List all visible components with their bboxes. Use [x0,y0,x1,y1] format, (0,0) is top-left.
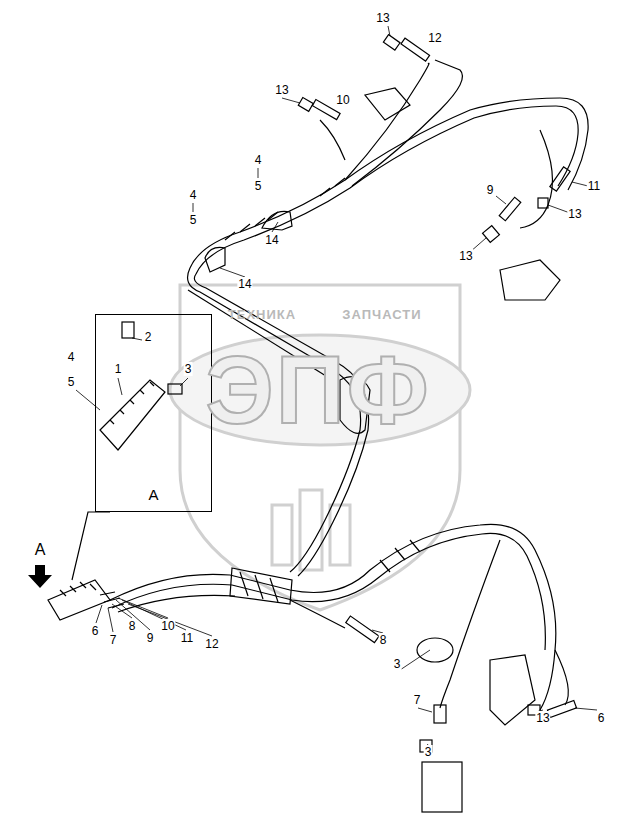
callout-number: 5 [254,179,263,193]
callout-number: 10 [160,619,175,633]
watermark-text: ТЕХНИКА [227,307,297,322]
view-letter: A [96,486,211,503]
callout-number: 3 [424,745,433,759]
callout-number: 13 [535,711,550,725]
callout-number: 6 [91,624,100,638]
callout-number: 6 [597,711,606,725]
callout-number: 12 [427,31,442,45]
callout-number: 9 [486,183,495,197]
callout-number: 3 [184,362,193,376]
callout-number: 1 [114,362,123,376]
callout-number: 2 [144,330,153,344]
callout-number: 5 [189,213,198,227]
callout-number: 13 [375,11,390,25]
detail-view-frame: A [95,314,212,512]
callout-number: 14 [237,277,252,291]
callout-number: 9 [146,631,155,645]
callout-number: 7 [109,633,118,647]
callout-number: 10 [335,93,350,107]
callout-number: 3 [393,657,402,671]
callout-number: 11 [587,179,601,193]
callout-number: 14 [264,233,279,247]
callout-number: 8 [128,619,137,633]
callout-number: 11 [180,631,194,645]
leader-lines [76,26,597,748]
callout-number: 8 [379,633,388,647]
callout-number: 7 [413,693,422,707]
watermark-text: ЗАПЧАСТИ [341,307,422,322]
watermark-shield [170,285,470,610]
callout-number: 13 [567,207,582,221]
arrow-a [28,565,52,588]
callout-number: 4 [67,350,76,364]
callout-number: 5 [67,375,76,389]
watermark-text: ЭПФ [204,341,431,439]
callout-number: 13 [458,249,473,263]
callout-number: 4 [189,188,198,202]
callout-number: 13 [274,83,289,97]
callout-number: 4 [254,153,263,167]
callout-number: 12 [204,637,219,651]
view-letter: A [34,541,47,559]
hose-lines [48,35,588,812]
